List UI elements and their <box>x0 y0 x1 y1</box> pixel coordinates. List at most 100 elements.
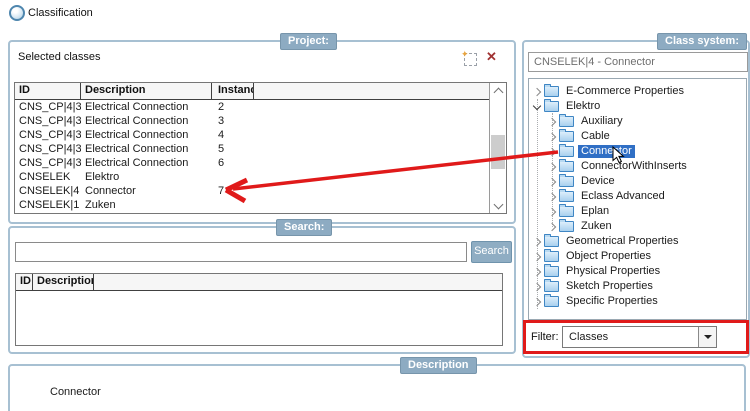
search-input[interactable] <box>15 242 467 262</box>
column-header-instance[interactable]: Instance <box>212 83 254 99</box>
expand-chevron-icon[interactable] <box>547 177 557 186</box>
tree-item-connectorwithinserts[interactable]: ConnectorWithInserts <box>529 159 746 174</box>
chevron-glyph <box>532 237 542 246</box>
cell-instance: 7 <box>218 185 225 197</box>
cell-id: CNSELEK|4 <box>19 185 80 197</box>
chevron-glyph <box>532 252 542 261</box>
new-item-icon[interactable]: ✦ <box>461 49 477 66</box>
tree-item-label[interactable]: Elektro <box>566 100 601 112</box>
cell-description: Electrical Connection <box>85 157 189 169</box>
expand-chevron-icon[interactable] <box>532 101 542 111</box>
column-header-description[interactable]: Description <box>81 83 212 99</box>
tree-item-label[interactable]: ConnectorWithInserts <box>581 160 687 172</box>
class-system-badge: Class system: <box>657 33 747 50</box>
tree-item-elektro[interactable]: Elektro <box>529 99 746 114</box>
folder-icon <box>559 189 574 202</box>
expand-chevron-icon[interactable] <box>532 237 542 246</box>
folder-icon <box>559 144 574 157</box>
scroll-down-button[interactable] <box>490 198 506 213</box>
selected-classes-header: ID Description Instance <box>15 83 506 100</box>
expand-chevron-icon[interactable] <box>547 132 557 141</box>
expand-chevron-icon[interactable] <box>532 297 542 306</box>
expand-chevron-icon[interactable] <box>547 207 557 216</box>
result-column-id[interactable]: ID <box>16 274 33 290</box>
expand-chevron-icon[interactable] <box>532 267 542 276</box>
folder-icon <box>544 294 559 307</box>
chevron-glyph <box>532 267 542 276</box>
expand-chevron-icon[interactable] <box>547 117 557 126</box>
tree-item-label[interactable]: Sketch Properties <box>566 280 653 292</box>
cell-description: Elektro <box>85 171 120 183</box>
cell-id: CNS_CP|4|3 <box>19 157 81 169</box>
folder-icon <box>544 234 559 247</box>
chevron-glyph <box>547 222 557 231</box>
filter-combobox[interactable]: Classes <box>562 326 717 348</box>
expand-chevron-icon[interactable] <box>547 147 557 156</box>
expand-chevron-icon[interactable] <box>547 162 557 171</box>
dropdown-arrow-icon <box>703 335 712 339</box>
scroll-up-button[interactable] <box>490 83 506 98</box>
chevron-glyph <box>532 282 542 291</box>
selected-classes-table: ID Description Instance CNS_CP|4|3Electr… <box>14 82 507 214</box>
table-vertical-scrollbar[interactable] <box>489 83 506 213</box>
tree-item-label[interactable]: Geometrical Properties <box>566 235 679 247</box>
search-results-header: ID Description <box>16 274 502 291</box>
expand-chevron-icon[interactable] <box>532 87 542 96</box>
tree-item-label[interactable]: Eclass Advanced <box>581 190 665 202</box>
chevron-glyph <box>547 117 557 126</box>
tree-item-label[interactable]: Device <box>581 175 615 187</box>
search-results-table: ID Description <box>15 273 503 346</box>
folder-icon <box>559 129 574 142</box>
tree-item-geometrical-properties[interactable]: Geometrical Properties <box>529 234 746 249</box>
tree-item-label[interactable]: Physical Properties <box>566 265 661 277</box>
search-badge: Search: <box>276 219 333 236</box>
tree-item-label[interactable]: Auxiliary <box>581 115 623 127</box>
tree-item-object-properties[interactable]: Object Properties <box>529 249 746 264</box>
tree-item-e-commerce-properties[interactable]: E-Commerce Properties <box>529 84 746 99</box>
search-button[interactable]: Search <box>471 241 512 263</box>
delete-icon[interactable]: ✕ <box>486 49 497 64</box>
combobox-arrow-button[interactable] <box>698 327 716 347</box>
tree-item-eclass-advanced[interactable]: Eclass Advanced <box>529 189 746 204</box>
tree-item-sketch-properties[interactable]: Sketch Properties <box>529 279 746 294</box>
expand-chevron-icon[interactable] <box>532 252 542 261</box>
tree-item-eplan[interactable]: Eplan <box>529 204 746 219</box>
selected-class-path-field: CNSELEK|4 - Connector <box>528 52 748 72</box>
tree-item-auxiliary[interactable]: Auxiliary <box>529 114 746 129</box>
tree-item-label[interactable]: Connector <box>578 145 635 158</box>
tree-item-label[interactable]: Eplan <box>581 205 610 217</box>
expand-chevron-icon[interactable] <box>547 222 557 231</box>
description-groupbox: Description <box>8 357 746 411</box>
new-item-spark-icon: ✦ <box>461 49 469 59</box>
result-column-filler <box>94 274 502 290</box>
tree-item-device[interactable]: Device <box>529 174 746 189</box>
chevron-glyph <box>547 147 557 156</box>
tree-item-label[interactable]: Cable <box>581 130 610 142</box>
tree-item-label[interactable]: Specific Properties <box>566 295 658 307</box>
folder-icon <box>544 99 559 112</box>
tree-item-zuken[interactable]: Zuken <box>529 219 746 234</box>
tree-item-cable[interactable]: Cable <box>529 129 746 144</box>
tree-item-label[interactable]: Object Properties <box>566 250 651 262</box>
tree-item-label[interactable]: Zuken <box>581 220 612 232</box>
scrollbar-thumb[interactable] <box>491 135 505 169</box>
result-column-description[interactable]: Description <box>33 274 94 290</box>
expand-chevron-icon[interactable] <box>547 192 557 201</box>
expand-chevron-icon[interactable] <box>532 282 542 291</box>
cell-id: CNS_CP|4|3 <box>19 115 81 127</box>
tree-item-physical-properties[interactable]: Physical Properties <box>529 264 746 279</box>
tree-item-connector[interactable]: Connector <box>529 144 746 159</box>
tree-item-label[interactable]: E-Commerce Properties <box>566 85 684 97</box>
column-header-id[interactable]: ID <box>15 83 81 99</box>
description-text: Connector <box>50 386 101 398</box>
tree-item-specific-properties[interactable]: Specific Properties <box>529 294 746 309</box>
